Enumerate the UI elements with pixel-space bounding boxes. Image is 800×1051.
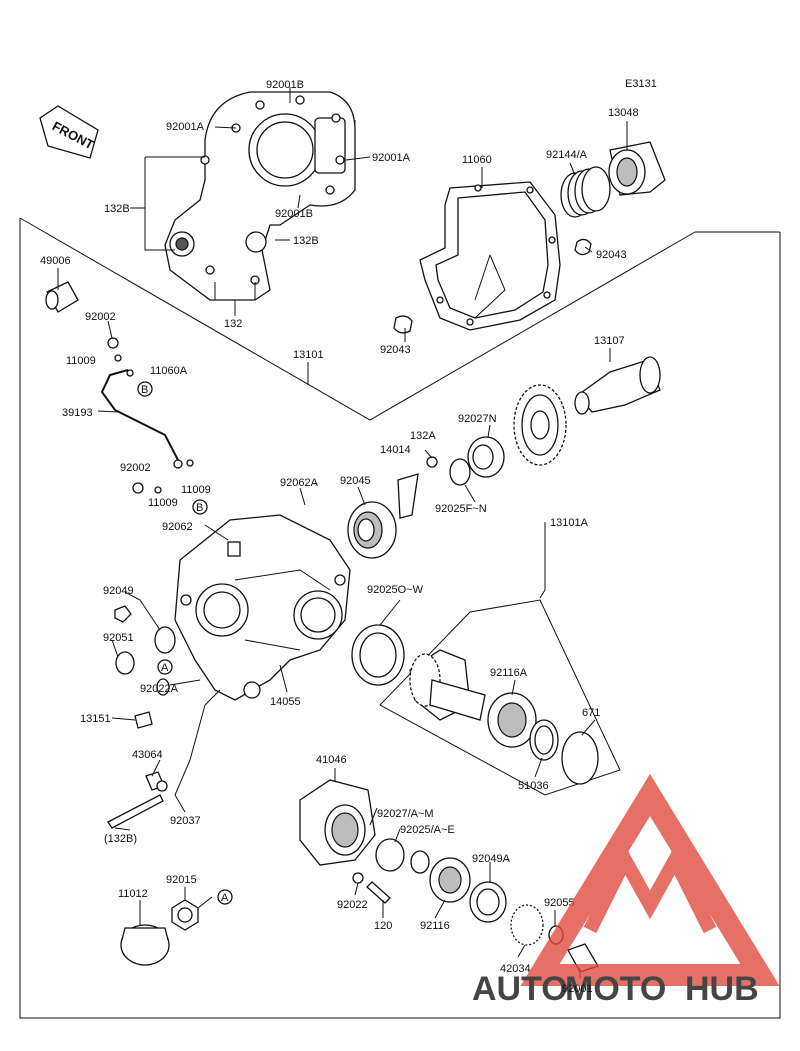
part-label: 92055 [544, 897, 575, 909]
part-labels: 92001B 92001A 92001A 132B 132B 132 92001… [40, 79, 639, 995]
front-arrow-icon: FRONT [39, 105, 99, 159]
callout-marks: B B A A [137, 381, 233, 905]
part-label: 41046 [316, 754, 347, 766]
part-label: 13101A [550, 517, 589, 529]
part-label: 92025/A~E [400, 824, 455, 836]
part-label: 92001A [166, 121, 205, 133]
part-label: 92022 [337, 899, 368, 911]
part-label: 13151 [80, 713, 111, 725]
housing-41046 [299, 779, 376, 866]
part-label: 92027/A~M [377, 808, 434, 820]
watermark-auto: AUTO [472, 970, 568, 1008]
watermark-moto: MOTO [565, 970, 666, 1008]
watermark-logo: AUTO MOTO HUB [472, 773, 780, 1008]
part-label: 11009 [181, 484, 211, 496]
part-label: 13048 [608, 107, 639, 119]
part-label: 14014 [380, 444, 411, 456]
part-label: 49006 [40, 255, 71, 267]
part-label: 11060A [150, 365, 188, 377]
cover-plate [144, 91, 356, 301]
part-label: 92062 [162, 521, 193, 533]
part-label: 13101 [293, 349, 324, 361]
part-label: 92027N [458, 413, 497, 425]
frame [19, 217, 781, 1019]
part-label: 51036 [518, 780, 549, 792]
part-label: 132A [410, 430, 436, 442]
part-label: 92025F~N [435, 503, 487, 515]
part-label: 11060 [462, 154, 492, 166]
part-label: 120 [374, 920, 392, 932]
part-label: 42034 [500, 963, 531, 975]
part-label: 671 [582, 707, 600, 719]
part-label: 92062A [280, 477, 319, 489]
callout-b-1: B [141, 384, 148, 396]
part-label: 92045 [340, 475, 371, 487]
part-label: 92043 [596, 249, 627, 261]
left-small-parts [107, 605, 176, 829]
part-label: 92049A [472, 853, 511, 865]
lower-bearings [352, 838, 599, 973]
part-label: 92116 [420, 920, 450, 932]
bearing-92027n [449, 436, 505, 486]
part-label: 92043 [380, 344, 411, 356]
callout-a-1: A [161, 662, 169, 674]
callout-b-2: B [196, 502, 203, 514]
part-label: 13107 [594, 335, 625, 347]
part-label: 92002 [85, 311, 116, 323]
diagram-code: E3131 [625, 78, 657, 90]
part-label: 92051 [103, 632, 134, 644]
part-label: 92037 [170, 815, 201, 827]
part-label: 11009 [66, 355, 96, 367]
part-label: 92022A [140, 683, 179, 695]
part-label: 92015 [166, 874, 197, 886]
part-label: 92116A [490, 667, 528, 679]
part-label: 92144/A [546, 149, 588, 161]
part-label: 92001B [266, 79, 304, 91]
bearing-92045 [347, 501, 397, 559]
shaft-13107 [574, 356, 661, 415]
cap-and-nut [120, 899, 199, 966]
part-label: 132 [224, 318, 242, 330]
part-label: 43064 [132, 749, 163, 761]
part-label: 39193 [62, 407, 93, 419]
breather-and-hose [45, 281, 194, 494]
bracket-14014 [397, 456, 438, 519]
ring-gear [513, 384, 567, 466]
part-label: 132B [104, 203, 130, 215]
part-label: 11009 [148, 497, 178, 509]
gasket [419, 181, 561, 331]
callout-a-2: A [221, 892, 229, 904]
part-label: 14055 [270, 696, 301, 708]
part-label: 11012 [118, 888, 148, 900]
part-label: 92025O~W [367, 584, 424, 596]
gear-case [174, 514, 351, 701]
pinion-assembly [351, 599, 621, 796]
watermark-hub: HUB [685, 970, 759, 1008]
part-label: 92001A [372, 152, 411, 164]
part-label: (132B) [104, 833, 137, 845]
spring-and-yoke [393, 141, 666, 334]
part-label: 92049 [103, 585, 134, 597]
part-label: 92001B [275, 208, 313, 220]
part-label: 92002 [120, 462, 151, 474]
part-label: 132B [293, 235, 319, 247]
